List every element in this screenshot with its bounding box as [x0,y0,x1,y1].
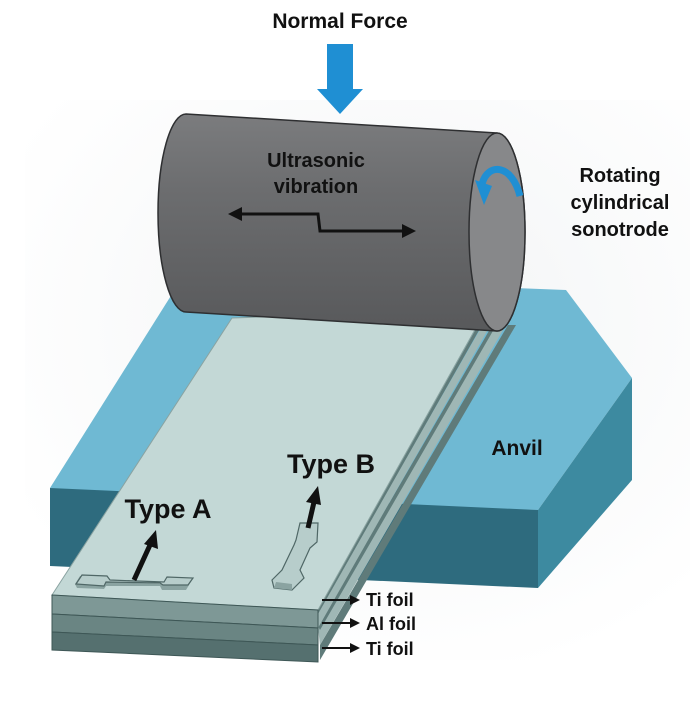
rotating-label-line2: cylindrical [571,192,670,214]
type-a-label: Type A [124,494,211,524]
rotation-arrowhead [475,180,492,205]
rotating-label-line3: sonotrode [571,219,669,241]
specimen-type-a-body [74,574,195,587]
vibration-arrow-path [238,212,406,233]
ti-foil-top-label: Ti foil [366,590,414,610]
anvil-side-face [538,378,632,588]
foil-side-layer-1 [318,312,498,628]
normal-force-arrow-shaft [327,44,353,92]
type-b-arrow [305,486,321,529]
al-foil-label: Al foil [366,614,416,634]
ti-foil-bottom-arrowhead [350,643,360,653]
normal-force-label: Normal Force [272,10,407,33]
normal-force-arrow [317,44,363,114]
specimen-type-a [74,574,195,590]
ultrasonic-label-line2: vibration [274,176,358,198]
normal-force-arrowhead [317,89,363,114]
type-a-arrow [131,530,158,582]
type-b-arrowhead [306,486,321,505]
rotating-label-line1: Rotating [579,165,660,187]
ti-foil-top-arrowhead [350,595,360,605]
foil-front-layer-3 [51,631,319,663]
foil-side-layer-2 [318,318,510,645]
type-a-arrowhead [144,530,158,549]
ultrasonic-label-line1: Ultrasonic [267,150,365,172]
sonotrode [157,113,526,332]
vibration-arrowhead-left [228,207,242,221]
rotation-arrow [475,165,524,205]
foil-label-arrows [322,595,360,653]
foil-side-layer-1-edge [318,311,490,614]
vibration-arrowhead-right [402,224,416,238]
type-b-label: Type B [287,449,375,479]
ti-foil-bottom-label: Ti foil [366,639,414,659]
specimen-type-b-shadow [274,582,292,590]
foil-side-layer-2-edge [318,317,501,630]
foil-stack [51,309,516,663]
vibration-arrow [228,207,416,238]
rotation-arrow-curve [478,165,524,198]
foil-side-layer-3 [320,325,516,660]
al-foil-arrowhead [350,618,360,628]
specimen-type-b [271,522,319,591]
sonotrode-end-face [468,132,526,332]
anvil-label: Anvil [491,437,542,460]
